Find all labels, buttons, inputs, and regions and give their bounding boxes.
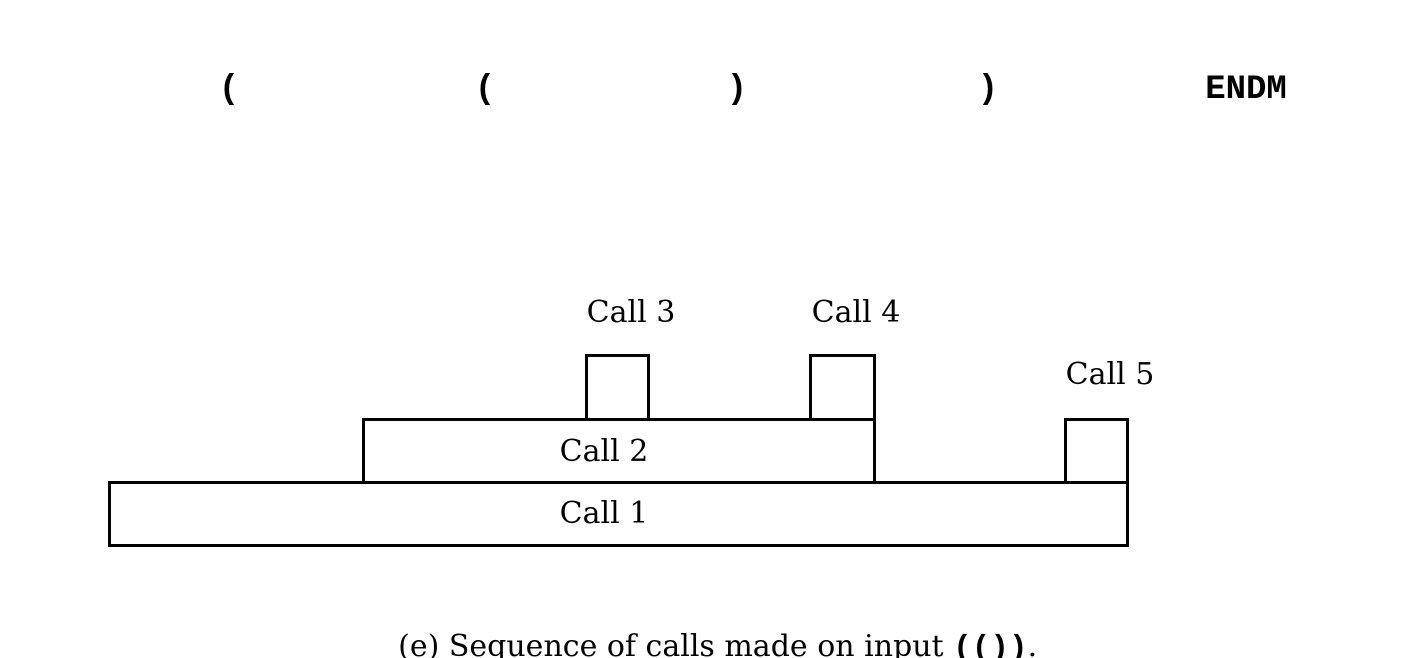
call-5-box xyxy=(1064,418,1129,484)
input-symbol-endm: ENDM xyxy=(1205,71,1287,109)
input-symbol-open-paren-2: ( xyxy=(474,71,496,109)
input-symbol-close-paren-2: ) xyxy=(977,71,999,109)
call-4-label: Call 4 xyxy=(811,295,901,330)
figure-caption: (e) Sequence of calls made on input (())… xyxy=(360,602,1037,658)
caption-text-suffix: . xyxy=(1027,629,1038,658)
call-3-label: Call 3 xyxy=(586,295,676,330)
caption-code-input-string: (()) xyxy=(953,631,1028,658)
input-symbol-close-paren-1: ) xyxy=(726,71,748,109)
caption-text-prefix: (e) Sequence of calls made on input xyxy=(398,629,954,658)
call-1-label: Call 1 xyxy=(559,496,649,531)
call-4-box xyxy=(809,354,876,421)
input-symbol-open-paren-1: ( xyxy=(218,71,240,109)
call-5-label: Call 5 xyxy=(1065,357,1155,392)
call-2-label: Call 2 xyxy=(559,434,649,469)
call-3-box xyxy=(585,354,650,421)
